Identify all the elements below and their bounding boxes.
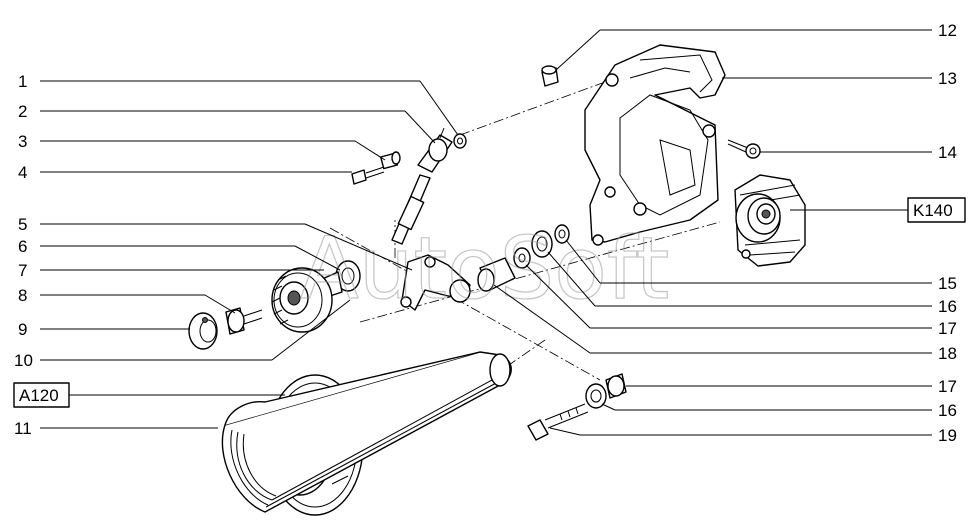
washer-16-lower bbox=[585, 383, 607, 409]
tensioner-arm bbox=[400, 254, 471, 311]
callouts-left: 1 2 3 4 5 6 7 8 9 10 11 A120 bbox=[13, 72, 459, 438]
bolt-8 bbox=[225, 307, 263, 335]
callout-7: 7 bbox=[18, 261, 27, 280]
callout-17: 17 bbox=[938, 319, 957, 338]
callout-3: 3 bbox=[18, 132, 27, 151]
callout-8: 8 bbox=[18, 286, 27, 305]
callout-4: 4 bbox=[18, 163, 27, 182]
callout-11: 11 bbox=[14, 419, 32, 438]
bolt-19 bbox=[527, 403, 589, 441]
callout-16: 16 bbox=[938, 297, 957, 316]
ref-a120: A120 bbox=[19, 386, 59, 405]
tensioner-rod bbox=[391, 127, 453, 245]
washer-17 bbox=[513, 247, 531, 269]
pulley-shaft bbox=[319, 260, 361, 299]
cap-9 bbox=[188, 312, 218, 350]
alternator bbox=[734, 174, 806, 267]
callout-13: 13 bbox=[938, 69, 957, 88]
washer-15 bbox=[554, 224, 570, 244]
callout-19: 19 bbox=[938, 426, 957, 445]
callout-15: 15 bbox=[938, 274, 957, 293]
poly-v-belt bbox=[221, 351, 512, 513]
callout-14: 14 bbox=[938, 143, 957, 162]
callout-12: 12 bbox=[938, 21, 957, 40]
ref-k140: K140 bbox=[913, 201, 953, 220]
ref-box-a120 bbox=[13, 382, 70, 408]
callout-6: 6 bbox=[18, 237, 27, 256]
callout-16-lower: 16 bbox=[938, 401, 957, 420]
callout-10: 10 bbox=[14, 351, 33, 370]
sleeve-18 bbox=[477, 257, 516, 292]
callouts-right: 12 13 14 K140 15 16 17 18 17 16 19 bbox=[493, 21, 966, 445]
callout-1: 1 bbox=[18, 72, 27, 91]
callout-5: 5 bbox=[18, 215, 27, 234]
idler-pulley-10 bbox=[271, 267, 333, 333]
watermark: AutoSoft bbox=[300, 219, 669, 319]
bushing-12 bbox=[541, 65, 559, 87]
bushing-16 bbox=[531, 230, 553, 258]
bolt-4 bbox=[351, 166, 385, 185]
bolt-14 bbox=[727, 139, 761, 159]
engine-bracket bbox=[584, 44, 726, 246]
callout-17-lower: 17 bbox=[938, 377, 957, 396]
callout-9: 9 bbox=[18, 320, 27, 339]
spacer-3 bbox=[379, 151, 401, 170]
washer-1 bbox=[453, 133, 467, 149]
callout-18: 18 bbox=[938, 344, 957, 363]
washer-17-lower bbox=[605, 373, 627, 399]
callout-2: 2 bbox=[18, 102, 27, 121]
